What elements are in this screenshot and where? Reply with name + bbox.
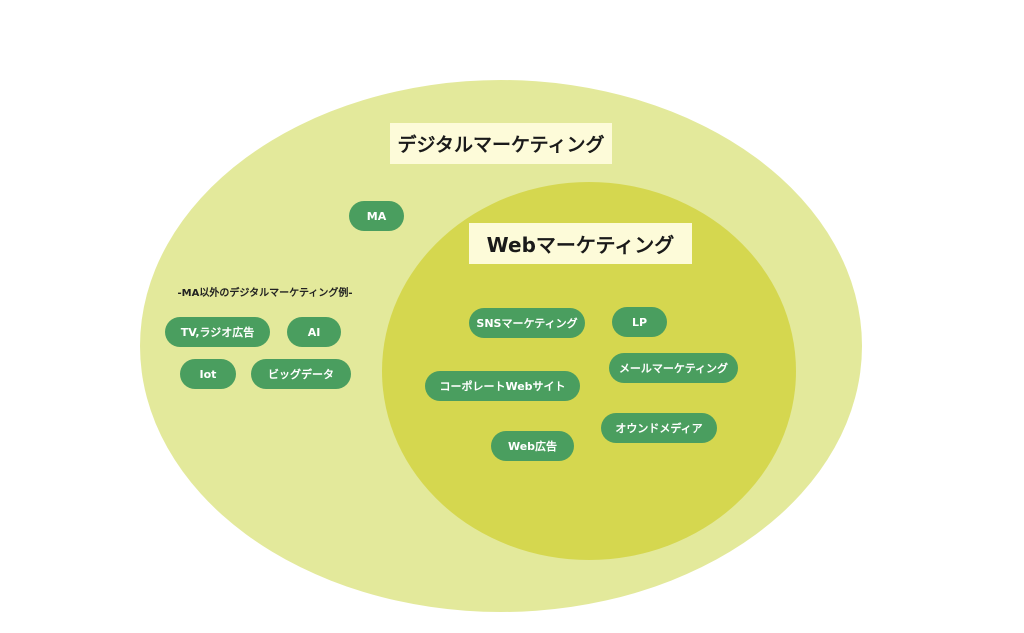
web-marketing-title: Webマーケティング	[469, 223, 692, 264]
pill-tv-radio: TV,ラジオ広告	[165, 317, 270, 347]
examples-note: -MA以外のデジタルマーケティング例-	[177, 288, 353, 299]
digital-marketing-title: デジタルマーケティング	[390, 123, 612, 164]
pill-ma: MA	[349, 201, 404, 231]
pill-owned-media: オウンドメディア	[601, 413, 717, 443]
pill-corporate-site: コーポレートWebサイト	[425, 371, 580, 401]
pill-big-data: ビッグデータ	[251, 359, 351, 389]
pill-web-ads: Web広告	[491, 431, 574, 461]
pill-email: メールマーケティング	[609, 353, 738, 383]
pill-lp: LP	[612, 307, 667, 337]
pill-ai: AI	[287, 317, 341, 347]
pill-iot: Iot	[180, 359, 236, 389]
pill-sns: SNSマーケティング	[469, 308, 585, 338]
